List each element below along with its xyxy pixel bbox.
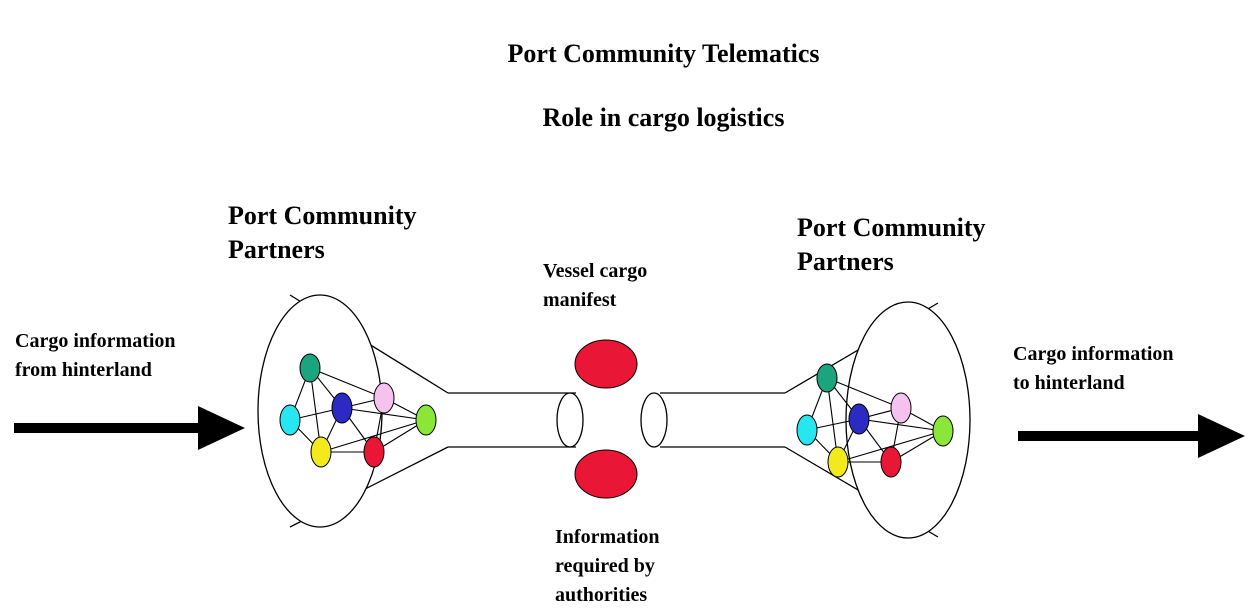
blue-partner-node — [848, 403, 870, 435]
pink-partner-node — [890, 392, 912, 424]
authorities-information-node — [574, 449, 638, 499]
left-flow-label: Cargo information from hinterland — [15, 330, 176, 381]
right-funnel-mouth — [845, 301, 971, 539]
left-partners-label: Port Community Partners — [228, 201, 417, 264]
right-partner-network — [796, 363, 954, 478]
teal-partner-node — [299, 353, 321, 383]
title-line-1: Port Community Telematics — [507, 39, 820, 68]
yellow-partner-node — [827, 446, 849, 478]
yellow-partner-node — [310, 436, 332, 468]
left-pipe-end — [556, 392, 584, 448]
title-line-2: Role in cargo logistics — [542, 103, 785, 132]
vessel-cargo-manifest-node — [574, 339, 638, 389]
inbound-arrow — [14, 406, 245, 450]
right-pipe-end — [640, 392, 668, 448]
blue-partner-node — [331, 392, 353, 424]
outbound-arrow — [1018, 414, 1245, 458]
authorities-information-label: Information required by authorities — [555, 526, 660, 606]
left-funnel — [257, 294, 584, 528]
teal-partner-node — [816, 363, 838, 393]
right-funnel — [640, 301, 971, 539]
vessel-cargo-manifest-label: Vessel cargo manifest — [543, 260, 648, 311]
right-flow-label: Cargo information to hinterland — [1013, 343, 1174, 394]
green-partner-node — [415, 404, 437, 436]
cyan-partner-node — [279, 404, 301, 436]
green-partner-node — [932, 415, 954, 447]
red-partner-node — [880, 446, 902, 478]
right-partners-label: Port Community Partners — [797, 213, 986, 276]
pink-partner-node — [373, 382, 395, 414]
diagram-title: Port Community Telematics Role in cargo … — [0, 6, 1257, 166]
left-partner-network — [279, 353, 437, 468]
cyan-partner-node — [796, 414, 818, 446]
red-partner-node — [363, 436, 385, 468]
